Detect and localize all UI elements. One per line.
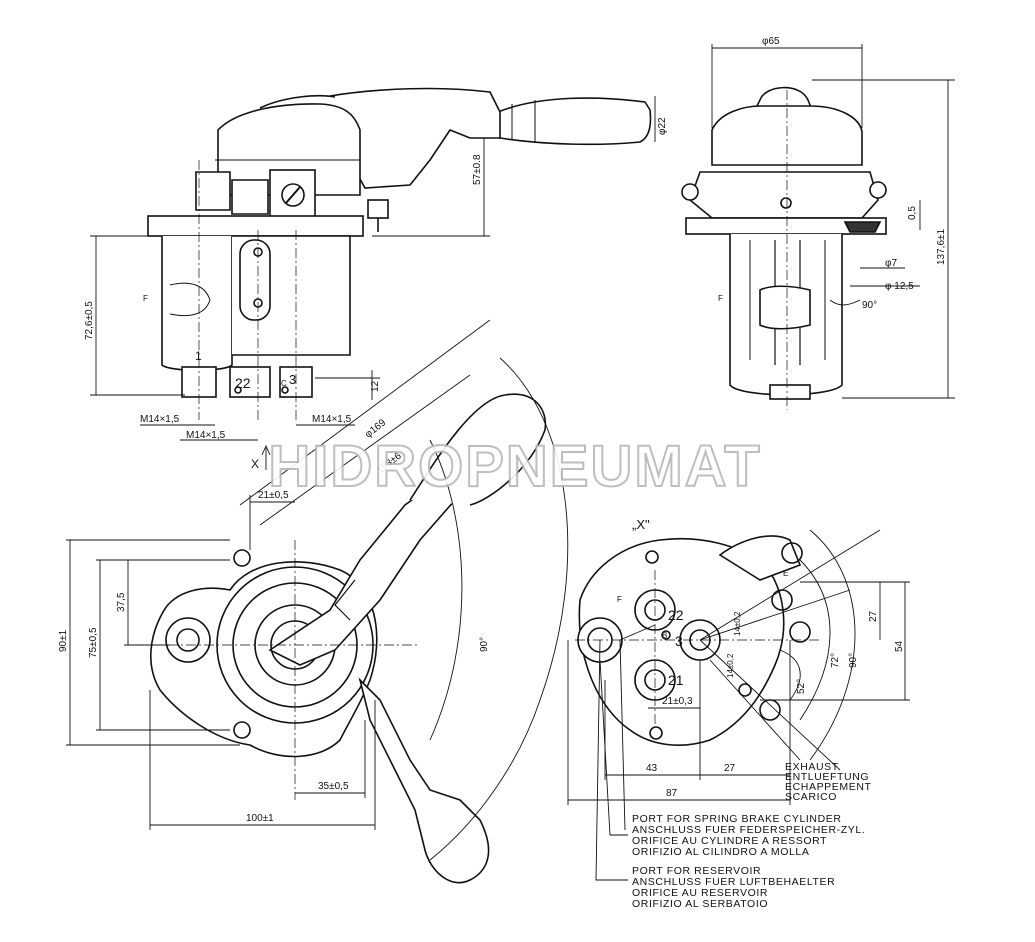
exhaust-line-2: ENTLUEFTUNG <box>785 771 869 783</box>
dimension-labels: φ65 φ22 57±0.8 0,5 137,6±1 φ7 φ 12,5 90°… <box>58 36 947 824</box>
exhaust-line-3: ECHAPPEMENT <box>785 781 872 793</box>
dim-d22: φ22 <box>657 117 668 135</box>
front-elevation-view <box>681 86 887 410</box>
dim-d75: 75±0,5 <box>88 627 99 658</box>
angle-72: 72° <box>830 653 841 668</box>
dim-d35: 35±0,5 <box>318 781 349 792</box>
port-21-label: 21 <box>668 672 684 688</box>
angle-90-top: 90° <box>862 300 877 311</box>
side-elevation-dimensions <box>90 96 656 470</box>
x-arrow-label: X <box>251 457 259 471</box>
dim-d21-b: 21±0,3 <box>662 696 693 707</box>
dim-d0-5: 0,5 <box>907 206 918 220</box>
dim-d65: φ65 <box>762 36 780 47</box>
exhaust-line-1: EXHAUST <box>785 761 839 773</box>
mark-b: B <box>662 631 667 640</box>
angle-90-right: 90° <box>848 653 859 668</box>
side-elevation-view <box>147 87 652 420</box>
dim-d57: 57±0.8 <box>472 154 483 185</box>
dim-d27-a: 27 <box>724 763 736 774</box>
reservoir-line-1: PORT FOR RESERVOIR <box>632 865 761 877</box>
dim-d43: 43 <box>646 763 658 774</box>
angle-90-left: 90° <box>479 637 490 652</box>
port-3b-label: 3 <box>675 633 683 649</box>
plan-view <box>150 393 547 884</box>
mark-e: E <box>783 569 788 578</box>
dim-d12-5: φ 12,5 <box>885 281 914 292</box>
spring-line-3: ORIFICE AU CYLINDRE A RESSORT <box>632 835 827 847</box>
exhaust-line-4: SCARICO <box>785 791 837 803</box>
angle-52: 52° <box>796 679 807 694</box>
dim-d100: 100±1 <box>246 813 274 824</box>
dim-d72-6: 72,6±0,5 <box>84 301 95 340</box>
reservoir-line-2: ANSCHLUSS FUER LUFTBEHAELTER <box>632 876 835 888</box>
spring-line-4: ORIFIZIO AL CILINDRO A MOLLA <box>632 846 809 858</box>
dim-d21-a: 21±0,5 <box>258 490 289 501</box>
port-3-label: 3 <box>289 372 296 387</box>
dim-m14-b: M14×1,5 <box>186 430 226 441</box>
front-elevation-dimensions <box>711 44 955 399</box>
plan-view-dimensions <box>66 319 569 861</box>
view-x-title: „X" <box>632 517 650 532</box>
watermark-text: HIDROPNEUMAT <box>268 434 761 499</box>
dim-d90: 90±1 <box>58 629 69 652</box>
dim-d137: 137,6±1 <box>936 228 947 265</box>
view-x-dimensions <box>567 529 910 881</box>
view-x <box>575 535 820 746</box>
dim-d7: φ7 <box>885 258 897 269</box>
dim-d14-a: 14±0,2 <box>733 611 742 636</box>
port-labels: X „X" 1 22 3 21 22 3 F F F E B C <box>143 294 788 688</box>
spring-brake-note: PORT FOR SPRING BRAKE CYLINDER ANSCHLUSS… <box>632 813 865 858</box>
mark-f3: F <box>617 595 622 604</box>
spring-line-1: PORT FOR SPRING BRAKE CYLINDER <box>632 813 842 825</box>
exhaust-note: EXHAUST ENTLUEFTUNG ECHAPPEMENT SCARICO <box>785 761 872 803</box>
dim-d87: 87 <box>666 788 678 799</box>
mark-c: C <box>281 379 287 388</box>
spring-line-2: ANSCHLUSS FUER FEDERSPEICHER-ZYL. <box>632 824 865 836</box>
mark-f2: F <box>718 294 723 303</box>
dim-d14-b: 14±0,2 <box>726 653 735 678</box>
port-1-label: 1 <box>195 349 202 363</box>
dim-d37-5: 37,5 <box>116 592 127 612</box>
port-22b-label: 22 <box>668 607 684 623</box>
dim-m14-c: M14×1,5 <box>312 414 352 425</box>
dim-m14-a: M14×1,5 <box>140 414 180 425</box>
port-22-label: 22 <box>235 375 251 391</box>
reservoir-line-3: ORIFICE AU RESERVOIR <box>632 887 768 899</box>
dim-d27-b: 27 <box>868 610 879 622</box>
dim-d54: 54 <box>894 640 905 652</box>
reservoir-line-4: ORIFIZIO AL SERBATOIO <box>632 898 768 910</box>
dim-d12: 12 <box>370 380 381 392</box>
mark-f1: F <box>143 294 148 303</box>
reservoir-note: PORT FOR RESERVOIR ANSCHLUSS FUER LUFTBE… <box>632 865 835 910</box>
